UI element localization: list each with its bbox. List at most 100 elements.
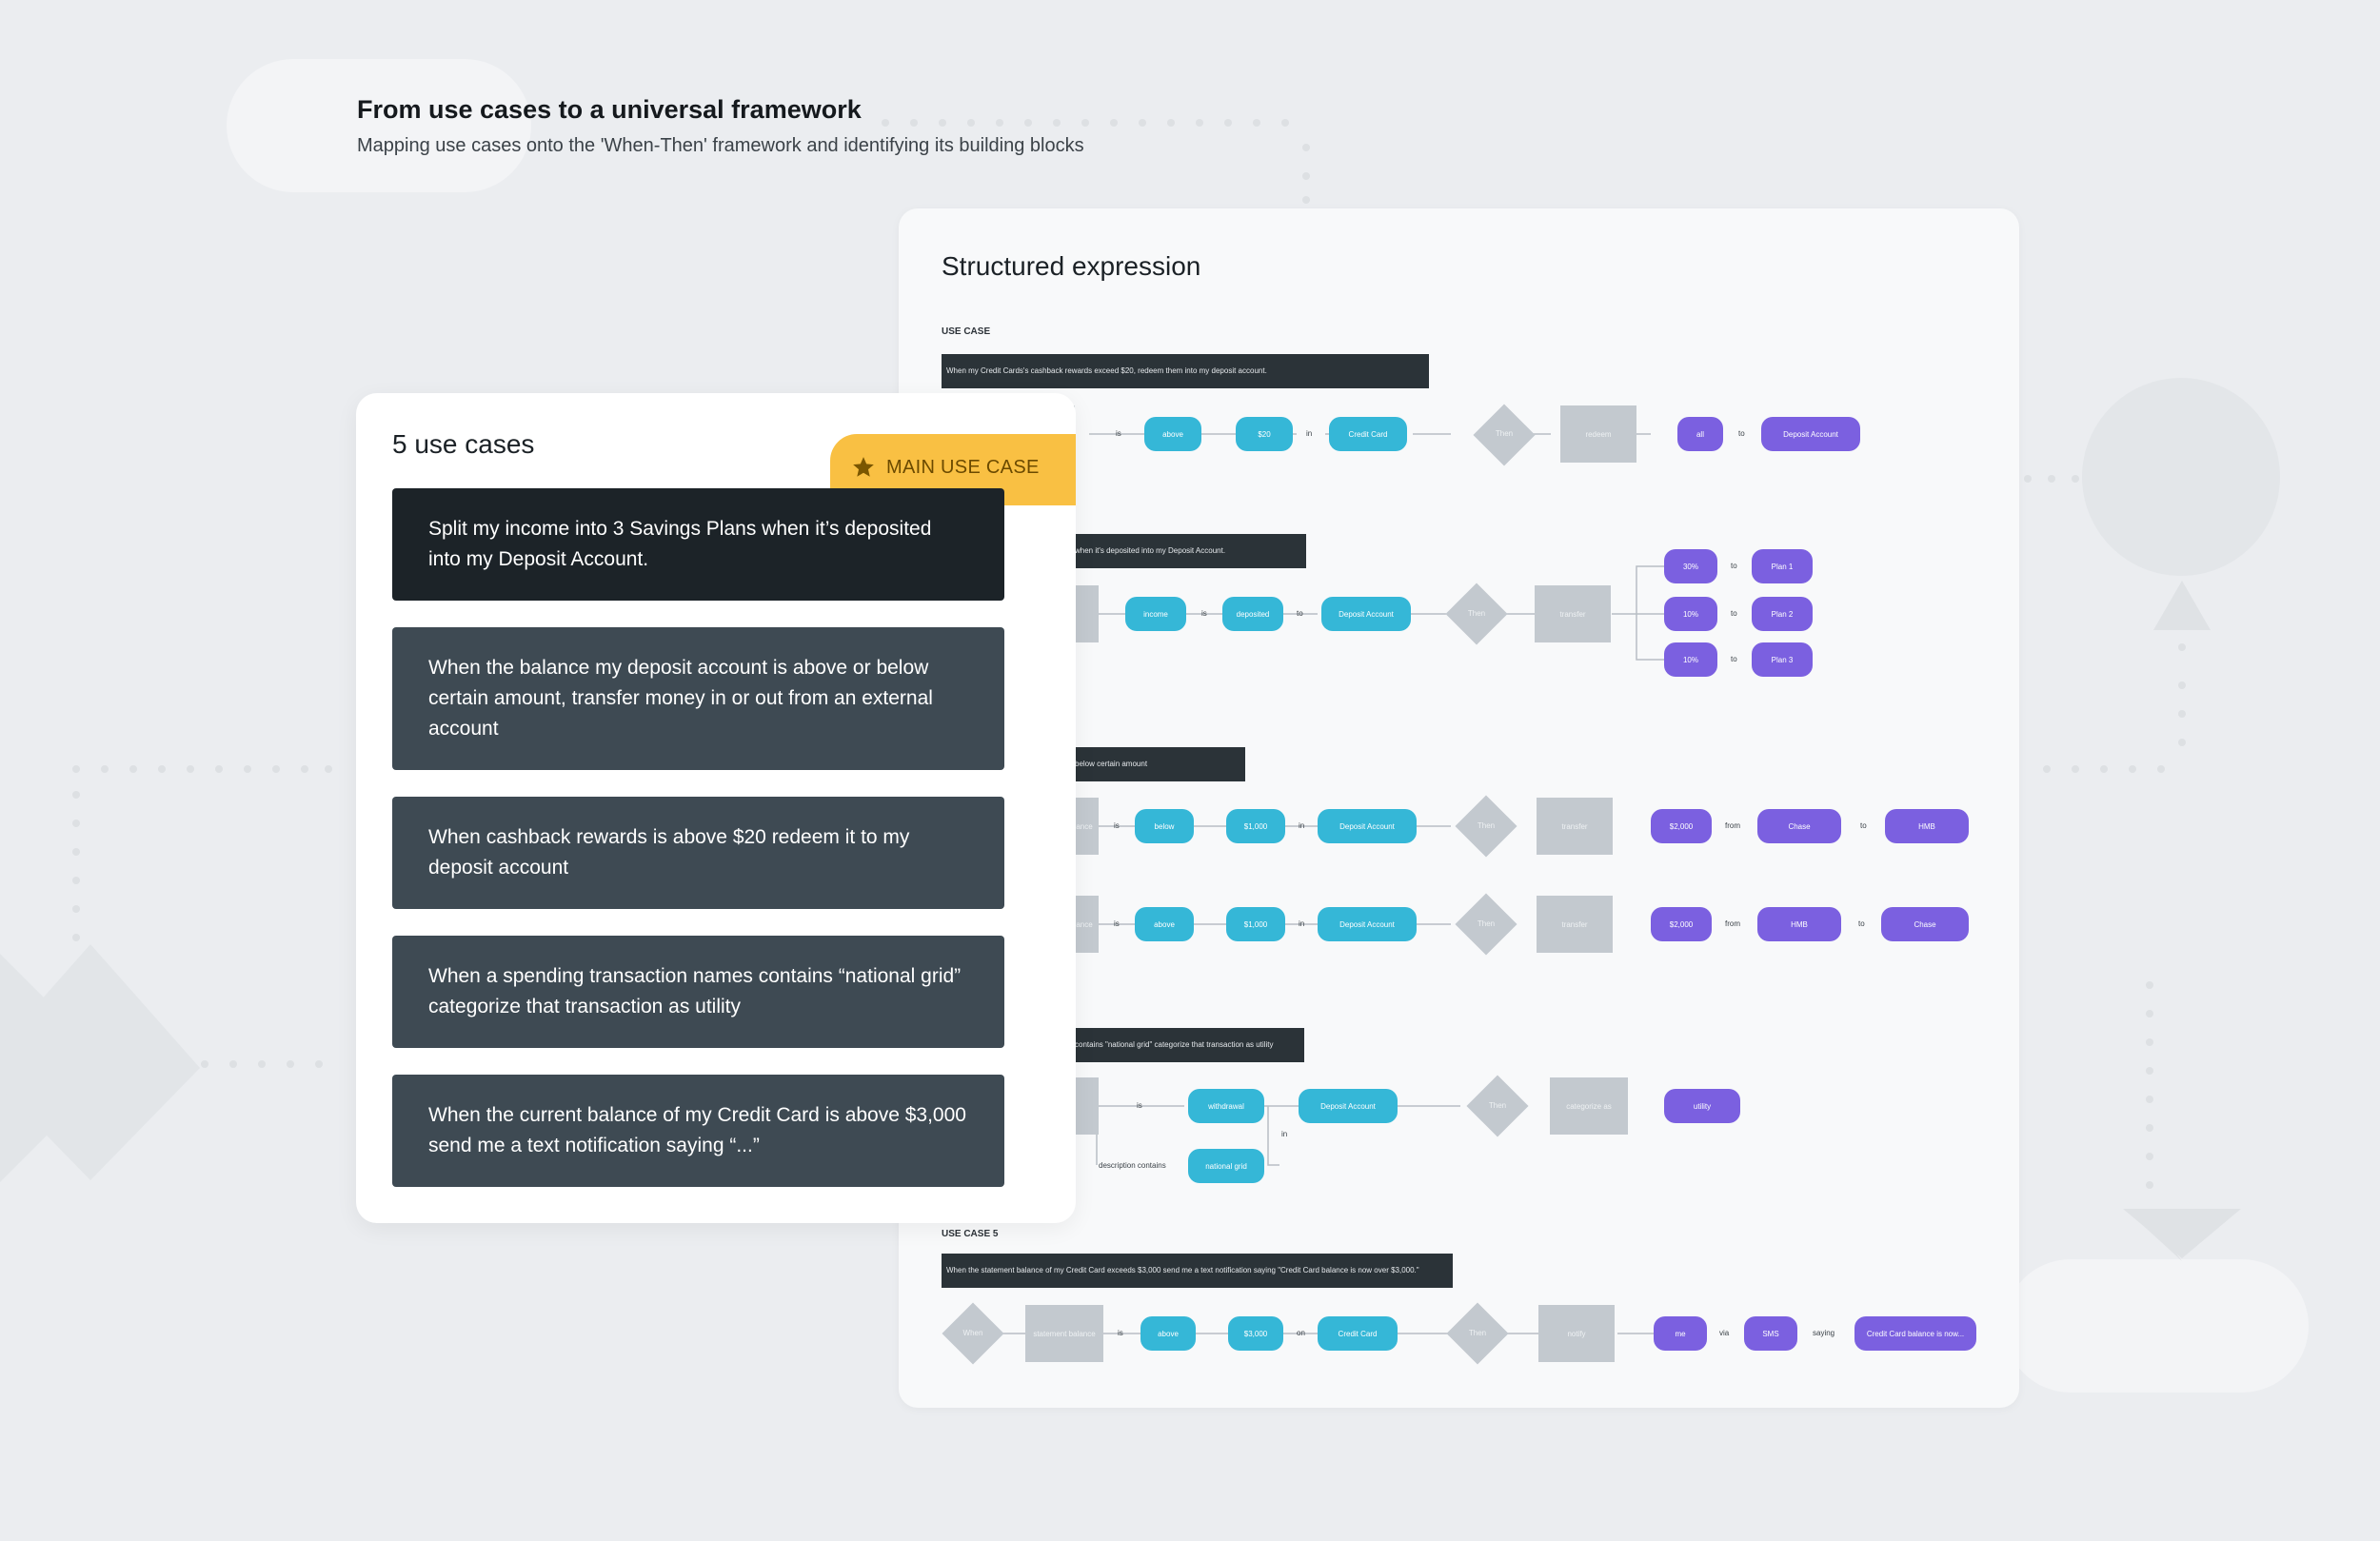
use-case-5-sentence: When the statement balance of my Credit … [942,1254,1453,1288]
uc2-pct-3-node[interactable]: 10% [1664,642,1717,677]
use-cases-card: 5 use cases MAIN USE CASE Split my incom… [356,393,1076,1223]
uc2-transfer-node: transfer [1535,585,1611,642]
uc3a-dest-node[interactable]: HMB [1885,809,1969,843]
uc5-on: on [1297,1329,1305,1337]
uc5-saying: saying [1813,1329,1835,1337]
use-case-item-1[interactable]: Split my income into 3 Savings Plans whe… [392,488,1004,601]
page-title: From use cases to a universal framework [357,95,862,124]
uc2-to: to [1297,609,1303,618]
star-icon [853,457,874,477]
uc3b-transfer-node: transfer [1537,896,1613,953]
uc3b-deposit-account-node[interactable]: Deposit Account [1318,907,1417,941]
uc3b-source-node[interactable]: HMB [1757,907,1841,941]
use-case-item-2[interactable]: When the balance my deposit account is a… [392,627,1004,770]
uc3a-is: is [1114,821,1120,830]
use-cases-title: 5 use cases [392,429,535,459]
uc3a-amount-node[interactable]: $1,000 [1226,809,1285,843]
uc4-categorize-node: categorize as [1550,1077,1628,1135]
uc3a-amount2-node[interactable]: $2,000 [1651,809,1712,843]
uc5-is: is [1118,1329,1123,1337]
uc3a-source-node[interactable]: Chase [1757,809,1841,843]
uc2-plan-1-node[interactable]: Plan 1 [1752,549,1813,583]
structured-expression-title: Structured expression [942,251,1201,281]
uc1-amount-node[interactable]: $20 [1236,417,1293,451]
use-case-2-sentence: when it's deposited into my Deposit Acco… [1070,534,1306,568]
uc5-sms-node[interactable]: SMS [1744,1316,1797,1351]
uc4-is: is [1137,1101,1142,1110]
use-case-item-3-text: When cashback rewards is above $20 redee… [428,826,910,879]
uc2-to-3: to [1731,655,1737,663]
use-case-4-sentence: contains "national grid" categorize that… [1070,1028,1304,1062]
uc3b-to: to [1858,919,1865,928]
use-case-item-3[interactable]: When cashback rewards is above $20 redee… [392,797,1004,909]
uc3a-below-node[interactable]: below [1135,809,1194,843]
uc3a-then-label: Then [1477,821,1496,830]
uc2-pct-2-node[interactable]: 10% [1664,597,1717,631]
page-subtitle: Mapping use cases onto the 'When-Then' f… [357,135,1084,156]
uc1-deposit-account-node[interactable]: Deposit Account [1761,417,1860,451]
uc2-income-node[interactable]: income [1125,597,1186,631]
uc3b-dest-node[interactable]: Chase [1881,907,1969,941]
uc2-plan-3-node[interactable]: Plan 3 [1752,642,1813,677]
uc2-to-1: to [1731,562,1737,570]
uc2-to-2: to [1731,609,1737,618]
uc3a-from: from [1725,821,1740,830]
uc4-deposit-account-node[interactable]: Deposit Account [1299,1089,1398,1123]
uc5-then-label: Then [1468,1329,1487,1337]
use-case-3-sentence: below certain amount [1070,747,1245,781]
uc3b-in: in [1299,919,1305,928]
use-case-item-2-text: When the balance my deposit account is a… [428,657,933,740]
uc2-plan-2-node[interactable]: Plan 2 [1752,597,1813,631]
uc5-notify-node: notify [1538,1305,1615,1362]
use-case-1-sentence: When my Credit Cards's cashback rewards … [942,354,1429,388]
uc5-statement-balance-node: statement balance [1025,1305,1103,1362]
uc3b-from: from [1725,919,1740,928]
uc2-deposit-account-node[interactable]: Deposit Account [1321,597,1411,631]
uc1-above-node[interactable]: above [1144,417,1201,451]
use-case-item-5-text: When the current balance of my Credit Ca… [428,1104,966,1156]
uc5-above-node[interactable]: above [1140,1316,1196,1351]
uc4-in: in [1281,1130,1288,1138]
decor-circle [2082,378,2280,576]
uc3a-in: in [1299,821,1305,830]
use-case-1-label: USE CASE [942,326,991,337]
uc3b-is: is [1114,919,1120,928]
uc3b-above-node[interactable]: above [1135,907,1194,941]
uc2-then-label: Then [1467,609,1486,618]
uc1-credit-card-node[interactable]: Credit Card [1329,417,1407,451]
uc4-then-label: Then [1488,1101,1507,1110]
uc2-deposited-node[interactable]: deposited [1222,597,1283,631]
uc1-to: to [1738,429,1745,438]
uc5-credit-card-node[interactable]: Credit Card [1318,1316,1398,1351]
uc3a-to: to [1860,821,1867,830]
use-case-item-5[interactable]: When the current balance of my Credit Ca… [392,1075,1004,1187]
uc5-message-node[interactable]: Credit Card balance is now... [1854,1316,1976,1351]
uc1-in: in [1306,429,1313,438]
uc1-all-node[interactable]: all [1677,417,1723,451]
uc5-me-node[interactable]: me [1654,1316,1707,1351]
uc2-pct-1-node[interactable]: 30% [1664,549,1717,583]
uc1-then-label: Then [1495,429,1514,438]
use-case-item-4-text: When a spending transaction names contai… [428,965,962,1017]
decor-pill-bottom-right [2004,1259,2309,1393]
uc3b-then-label: Then [1477,919,1496,928]
uc1-is: is [1116,429,1121,438]
use-case-item-4[interactable]: When a spending transaction names contai… [392,936,1004,1048]
uc5-amount-node[interactable]: $3,000 [1228,1316,1283,1351]
decor-pill-top-left [227,59,531,192]
uc4-utility-node[interactable]: utility [1664,1089,1740,1123]
use-case-item-1-text: Split my income into 3 Savings Plans whe… [428,518,932,570]
uc5-via: via [1719,1329,1730,1337]
main-use-case-label: MAIN USE CASE [886,457,1040,478]
uc3a-transfer-node: transfer [1537,798,1613,855]
structured-expression-card: Structured expression [899,208,2019,1408]
uc3a-deposit-account-node[interactable]: Deposit Account [1318,809,1417,843]
uc2-is: is [1201,609,1207,618]
uc3b-amount-node[interactable]: $1,000 [1226,907,1285,941]
uc4-withdrawal-node[interactable]: withdrawal [1188,1089,1264,1123]
uc3b-amount2-node[interactable]: $2,000 [1651,907,1712,941]
uc4-description-contains: description contains [1099,1161,1166,1170]
uc4-national-grid-node[interactable]: national grid [1188,1149,1264,1183]
use-case-5-label: USE CASE 5 [942,1229,999,1239]
